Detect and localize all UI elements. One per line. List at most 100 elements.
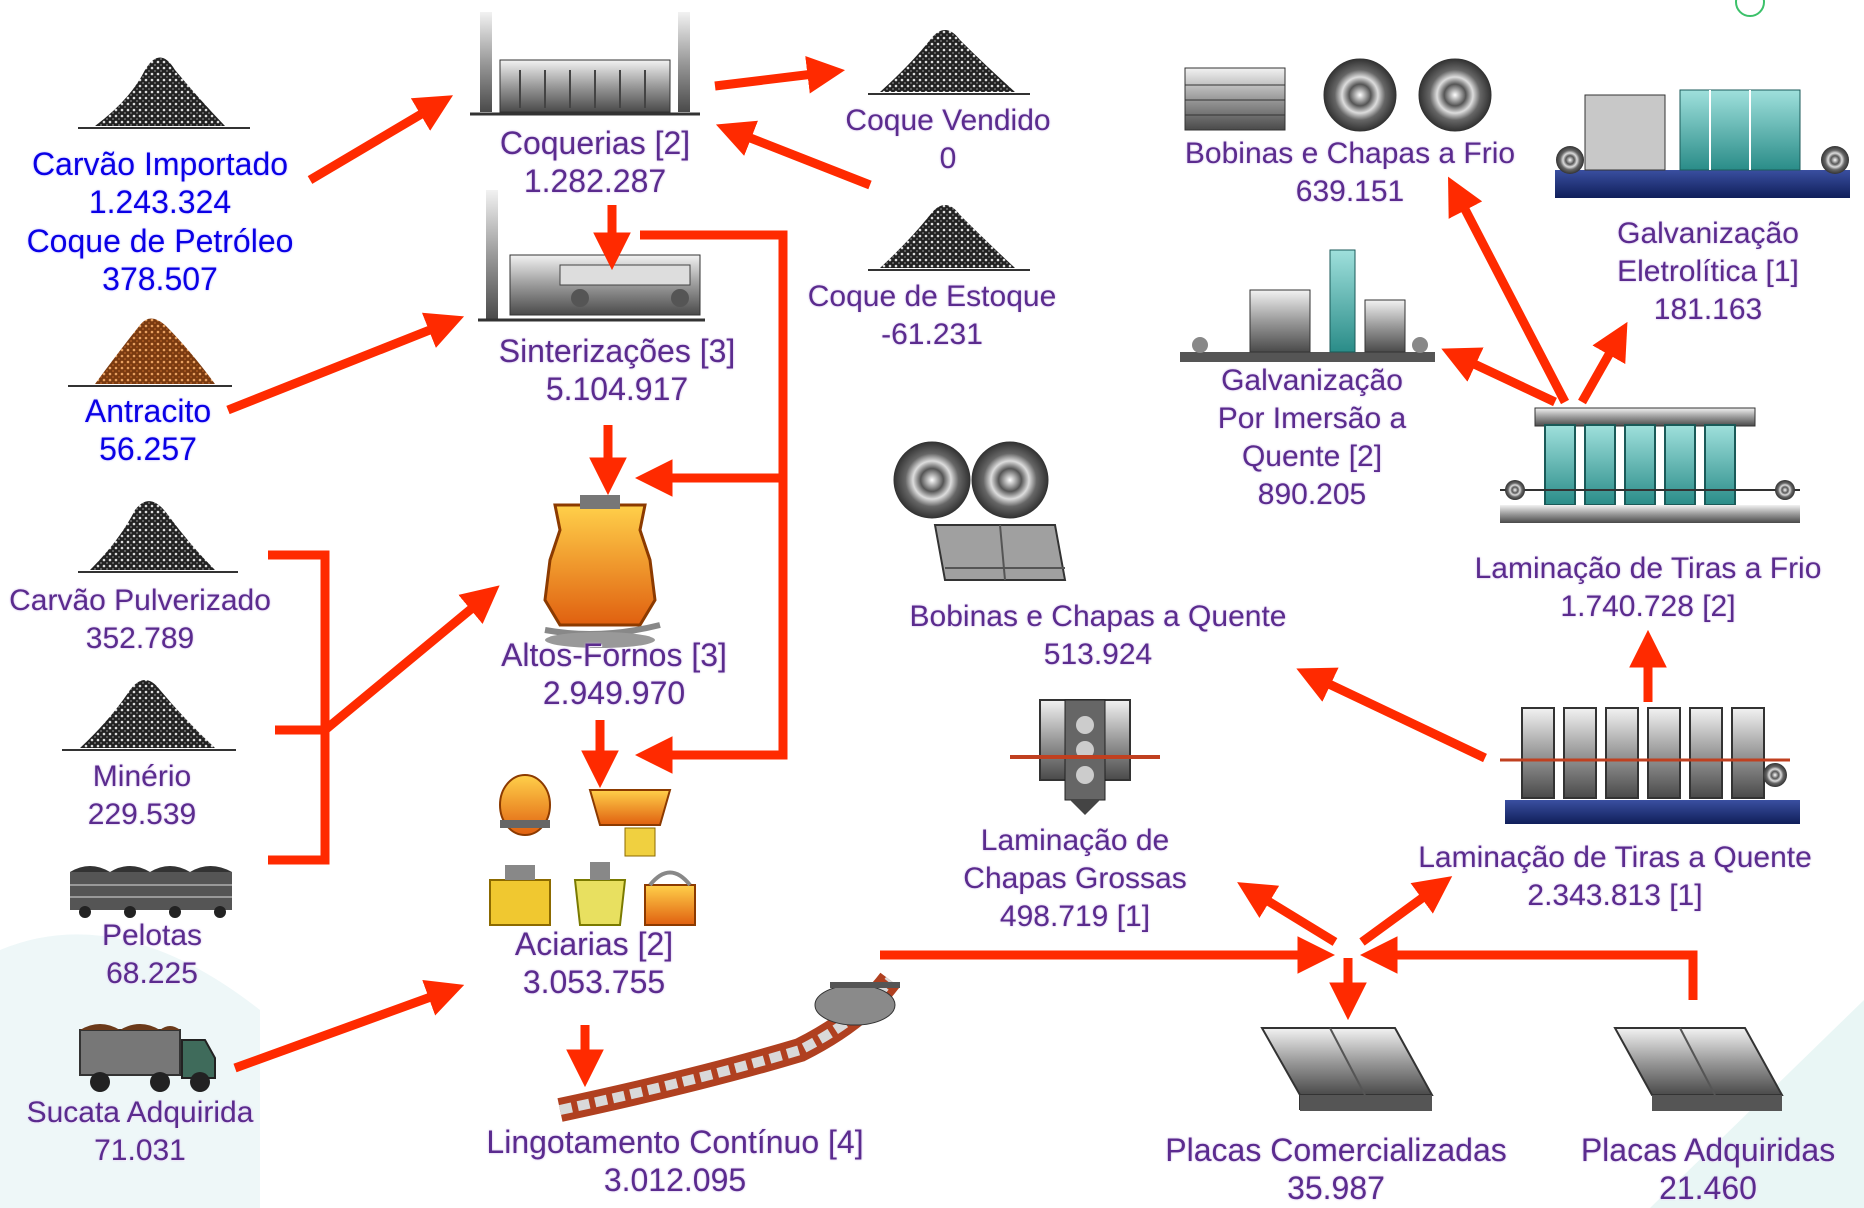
coque-petroleo-label: Coque de Petróleo <box>26 223 294 259</box>
carvao-importado-node: Carvão Importado 1.243.324 <box>32 145 288 221</box>
arrow-distribution-to-tiras-quente <box>1359 876 1453 946</box>
lam-chapas-grossas-value: 498.719 [1] <box>999 900 1151 933</box>
cold-coils-and-plates-icon <box>1184 58 1492 132</box>
arrow-distribution-to-chapas-grossas <box>1237 882 1338 946</box>
lam-chapas-grossas-line2: Chapas Grossas <box>963 862 1187 895</box>
sinterizacoes-node: Sinterizações [3] 5.104.917 <box>499 332 736 408</box>
ladle-furnace-icon-2 <box>573 862 627 926</box>
arrow-tiras-frio-to-bobinas-frio <box>1448 176 1569 405</box>
galv-eletrolitica-line2: Eletrolítica [1] <box>1617 255 1799 288</box>
antracito-label: Antracito <box>84 393 212 429</box>
scrap-truck-icon <box>79 1024 216 1092</box>
antracito-node: Antracito 56.257 <box>85 392 211 468</box>
galv-eletrolitica-node: Galvanização Eletrolítica [1] 181.163 <box>1617 215 1799 329</box>
ladle-icon <box>588 789 672 857</box>
lam-tiras-frio-label: Laminação de Tiras a Frio <box>1474 552 1822 585</box>
sinterizacoes-label: Sinterizações [3] <box>498 333 736 369</box>
bobinas-quente-label: Bobinas e Chapas a Quente <box>909 600 1287 633</box>
pulverized-coal-pile-icon <box>78 501 238 573</box>
lam-tiras-quente-value: 2.343.813 [1] <box>1527 879 1703 912</box>
pelotas-value: 68.225 <box>106 957 198 990</box>
aciarias-value: 3.053.755 <box>522 964 666 1000</box>
arrow-sucata-to-aciarias <box>233 979 465 1073</box>
galv-imersao-line2: Por Imersão a <box>1217 402 1407 435</box>
minerio-node: Minério 229.539 <box>88 758 196 834</box>
sucata-label: Sucata Adquirida <box>26 1096 254 1129</box>
continuous-casting-icon <box>557 972 900 1122</box>
cold-strip-mill-icon <box>1500 407 1800 523</box>
arrow-coke-bypass-to-altos-fornos <box>634 230 788 497</box>
carvao-importado-label: Carvão Importado <box>31 146 289 182</box>
arrow-tiras-frio-to-galv-eletrolitica <box>1578 321 1628 405</box>
arrow-coquerias-to-coque-vendido <box>714 55 846 94</box>
arrow-carvao-to-coquerias <box>307 95 454 184</box>
electrolytic-galvanizing-icon <box>1555 89 1850 198</box>
carvao-pulverizado-label: Carvão Pulverizado <box>9 584 271 617</box>
carvao-importado-value: 1.243.324 <box>88 184 232 220</box>
hot-strip-mill-icon <box>1500 707 1800 824</box>
bobinas-quente-node: Bobinas e Chapas a Quente 513.924 <box>910 598 1287 674</box>
lingotamento-label: Lingotamento Contínuo [4] <box>486 1124 864 1160</box>
pelotas-label: Pelotas <box>101 919 203 952</box>
coque-estoque-value: -61.231 <box>881 318 983 351</box>
placas-comercializadas-value: 35.987 <box>1287 1170 1385 1206</box>
sucata-node: Sucata Adquirida 71.031 <box>27 1094 254 1170</box>
placas-adquiridas-value: 21.460 <box>1659 1170 1757 1206</box>
galv-imersao-node: Galvanização Por Imersão a Quente [2] 89… <box>1218 362 1406 514</box>
sucata-value: 71.031 <box>94 1134 186 1167</box>
pellets-wagon-icon <box>70 866 232 918</box>
arrow-raw-materials-to-altos-fornos <box>322 585 500 734</box>
lingotamento-node: Lingotamento Contínuo [4] 3.012.095 <box>486 1123 863 1199</box>
hot-coils-and-plates-icon <box>893 441 1067 581</box>
sinterizacoes-value: 5.104.917 <box>545 371 689 407</box>
pelotas-node: Pelotas 68.225 <box>102 917 202 993</box>
commercial-slabs-icon <box>1260 1027 1434 1111</box>
arrow-tiras-quente-to-bobinas-quente <box>1296 667 1487 763</box>
galv-imersao-value: 890.205 <box>1257 478 1367 511</box>
coquerias-value: 1.282.287 <box>523 163 667 199</box>
altos-fornos-label: Altos-Fornos [3] <box>501 637 727 673</box>
minerio-label: Minério <box>92 760 192 793</box>
anthracite-pile-icon <box>68 318 232 387</box>
arrow-coke-bypass-to-aciarias <box>634 478 788 774</box>
minerio-value: 229.539 <box>87 798 197 831</box>
coque-vendido-label: Coque Vendido <box>845 104 1051 137</box>
aciarias-label: Aciarias [2] <box>514 926 674 962</box>
coke-stock-pile-icon <box>868 205 1030 271</box>
altos-fornos-node: Altos-Fornos [3] 2.949.970 <box>501 636 727 712</box>
lam-tiras-frio-value: 1.740.728 [2] <box>1560 590 1736 623</box>
ladle-furnace-icon-1 <box>489 865 551 926</box>
arrow-placas-adquiridas-to-distribution <box>1359 936 1698 1000</box>
placas-adquiridas-node: Placas Adquiridas 21.460 <box>1581 1131 1835 1207</box>
lam-chapas-grossas-line1: Laminação de <box>980 824 1170 857</box>
coque-estoque-node: Coque de Estoque -61.231 <box>808 278 1057 354</box>
corner-logo-icon <box>1735 0 1765 17</box>
galv-imersao-line3: Quente [2] <box>1241 440 1383 473</box>
bobinas-frio-label: Bobinas e Chapas a Frio <box>1184 137 1516 170</box>
lam-tiras-quente-node: Laminação de Tiras a Quente 2.343.813 [1… <box>1418 839 1812 915</box>
plate-mill-icon <box>1010 699 1160 815</box>
coquerias-node: Coquerias [2] 1.282.287 <box>500 124 690 200</box>
bobinas-quente-value: 513.924 <box>1043 638 1153 671</box>
lam-tiras-quente-label: Laminação de Tiras a Quente <box>1418 841 1812 874</box>
ladle-furnace-icon-3 <box>644 870 696 926</box>
arrow-coque-estoque-to-coquerias <box>715 120 872 190</box>
coal-pile-icon-imported <box>78 57 250 129</box>
coque-vendido-node: Coque Vendido 0 <box>845 102 1050 178</box>
galv-eletrolitica-value: 181.163 <box>1653 293 1763 326</box>
bobinas-frio-value: 639.151 <box>1295 175 1405 208</box>
ore-pile-icon <box>62 680 236 751</box>
hot-dip-galvanizing-icon <box>1180 249 1435 362</box>
coque-petroleo-node: Coque de Petróleo 378.507 <box>27 222 294 298</box>
placas-comercializadas-node: Placas Comercializadas 35.987 <box>1165 1131 1506 1207</box>
bracket-raw-materials <box>268 550 330 865</box>
galv-eletrolitica-line1: Galvanização <box>1617 217 1799 250</box>
lam-chapas-grossas-node: Laminação de Chapas Grossas 498.719 [1] <box>963 822 1186 936</box>
carvao-pulverizado-value: 352.789 <box>85 622 195 655</box>
purchased-slabs-icon <box>1613 1027 1784 1111</box>
lingotamento-value: 3.012.095 <box>603 1162 747 1198</box>
coque-estoque-label: Coque de Estoque <box>807 280 1057 313</box>
coke-sold-pile-icon <box>868 30 1030 95</box>
